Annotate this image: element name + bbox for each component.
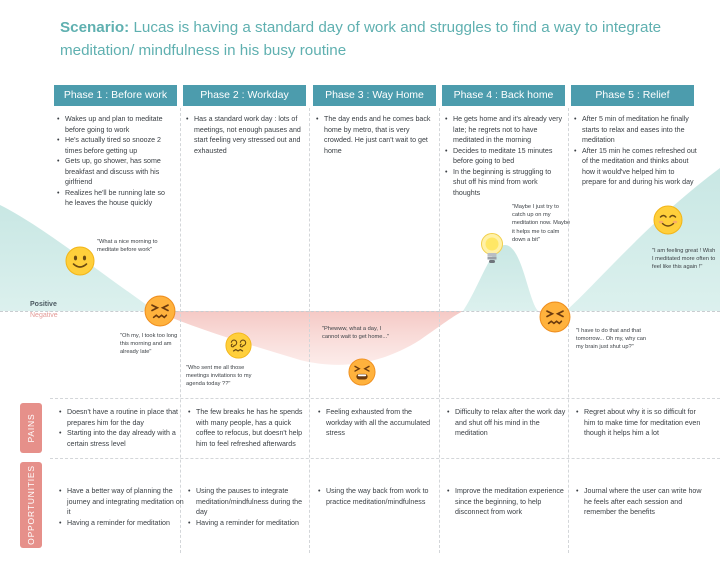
phase-header-2: Phase 2 : Workday — [183, 85, 306, 106]
row-separator — [50, 398, 720, 399]
scenario-text: Lucas is having a standard day of work a… — [60, 19, 662, 59]
action-item: He's actually tired so snooze 2 times be… — [57, 135, 173, 156]
opportunities-row-label: OPPORTUNITIES — [20, 462, 42, 548]
happy-face-icon — [65, 246, 95, 276]
action-item: Decides to meditate 15 minutes before go… — [445, 146, 566, 167]
phase-2-pains: The few breaks he has he spends with man… — [188, 407, 312, 449]
action-item: Realizes he'll be running late so he lea… — [57, 188, 173, 209]
dizzy-face-icon — [225, 332, 252, 359]
pains-row-label: PAINS — [20, 403, 42, 453]
quote-phase-4-end: "I have to do that and that tomorrow... … — [576, 328, 647, 351]
phase-3-opportunities: Using the way back from work to practice… — [318, 486, 438, 507]
lightbulb-icon — [481, 233, 503, 263]
pain-item: Starting into the day already with a cer… — [59, 428, 185, 449]
positive-label: Positive — [30, 301, 57, 308]
scenario-lead: Scenario: — [60, 19, 130, 36]
column-divider — [439, 108, 440, 553]
pain-item: Difficulty to relax after the work day a… — [447, 407, 567, 439]
exhausted-face-icon — [348, 358, 376, 386]
phase-header-1: Phase 1 : Before work — [54, 85, 177, 106]
phase-4-actions: He gets home and it's already very late;… — [445, 114, 566, 198]
opportunity-item: Using the way back from work to practice… — [318, 486, 438, 507]
column-divider — [568, 108, 569, 553]
stressed-face-icon — [144, 295, 176, 327]
phase-header-4: Phase 4 : Back home — [442, 85, 565, 106]
phase-header-5: Phase 5 : Relief — [571, 85, 694, 106]
phase-1-opportunities: Have a better way of planning the journe… — [59, 486, 185, 528]
quote-phase-5: "I am feeling great ! Wish I meditated m… — [652, 248, 716, 271]
pain-item: Doesn't have a routine in place that pre… — [59, 407, 185, 428]
phase-5-opportunities: Journal where the user can write how he … — [576, 486, 702, 518]
negative-label: Negative — [30, 312, 58, 319]
phase-3-pains: Feeling exhausted from the workday with … — [318, 407, 438, 439]
phase-5-pains: Regret about why it is so difficult for … — [576, 407, 704, 439]
action-item: Gets up, go shower, has some breakfast a… — [57, 156, 173, 188]
column-divider — [309, 108, 310, 553]
phase-3-actions: The day ends and he comes back home by m… — [316, 114, 436, 156]
action-item: After 15 min he comes refreshed out of t… — [574, 146, 700, 188]
opportunity-item: Journal where the user can write how he … — [576, 486, 702, 518]
phase-1-pains: Doesn't have a routine in place that pre… — [59, 407, 185, 449]
quote-phase-4-start: "Maybe I just try to catch up on my medi… — [512, 204, 571, 243]
opportunity-item: Improve the meditation experience since … — [447, 486, 567, 518]
phase-4-pains: Difficulty to relax after the work day a… — [447, 407, 567, 439]
opportunity-item: Having a reminder for meditation — [188, 518, 314, 529]
action-item: Wakes up and plan to meditate before goi… — [57, 114, 173, 135]
quote-phase-1-start: "What a nice morning to meditate before … — [97, 239, 158, 254]
phase-5-actions: After 5 min of meditation he finally sta… — [574, 114, 700, 188]
action-item: Has a standard work day : lots of meetin… — [186, 114, 308, 156]
phase-4-opportunities: Improve the meditation experience since … — [447, 486, 567, 518]
phase-header-3: Phase 3 : Way Home — [313, 85, 436, 106]
opportunities-label: OPPORTUNITIES — [26, 465, 36, 545]
action-item: After 5 min of meditation he finally sta… — [574, 114, 700, 146]
pain-item: The few breaks he has he spends with man… — [188, 407, 312, 449]
quote-phase-2: "Who sent me all those meetings invitati… — [186, 365, 252, 388]
phase-1-actions: Wakes up and plan to meditate before goi… — [57, 114, 173, 209]
relieved-face-icon — [653, 205, 683, 235]
neutral-axis — [0, 311, 720, 312]
pain-item: Regret about why it is so difficult for … — [576, 407, 704, 439]
phase-2-actions: Has a standard work day : lots of meetin… — [186, 114, 308, 156]
action-item: The day ends and he comes back home by m… — [316, 114, 436, 156]
quote-phase-1-end: "Oh my, I took too long this morning and… — [120, 333, 178, 356]
phase-2-opportunities: Using the pauses to integrate meditation… — [188, 486, 314, 528]
positive-area — [566, 168, 720, 311]
opportunity-item: Using the pauses to integrate meditation… — [188, 486, 314, 518]
pain-item: Feeling exhausted from the workday with … — [318, 407, 438, 439]
action-item: He gets home and it's already very late;… — [445, 114, 566, 146]
opportunity-item: Have a better way of planning the journe… — [59, 486, 185, 518]
quote-phase-3: "Phewww, what a day, I cannot wait to ge… — [322, 326, 390, 341]
scenario-title: Scenario: Lucas is having a standard day… — [60, 16, 700, 62]
column-divider — [180, 108, 181, 553]
positive-area — [463, 245, 538, 311]
opportunity-item: Having a reminder for meditation — [59, 518, 185, 529]
row-separator — [50, 458, 720, 459]
pains-label: PAINS — [26, 413, 36, 443]
action-item: In the beginning is struggling to shut o… — [445, 167, 566, 199]
stressed-face-icon — [539, 301, 571, 333]
